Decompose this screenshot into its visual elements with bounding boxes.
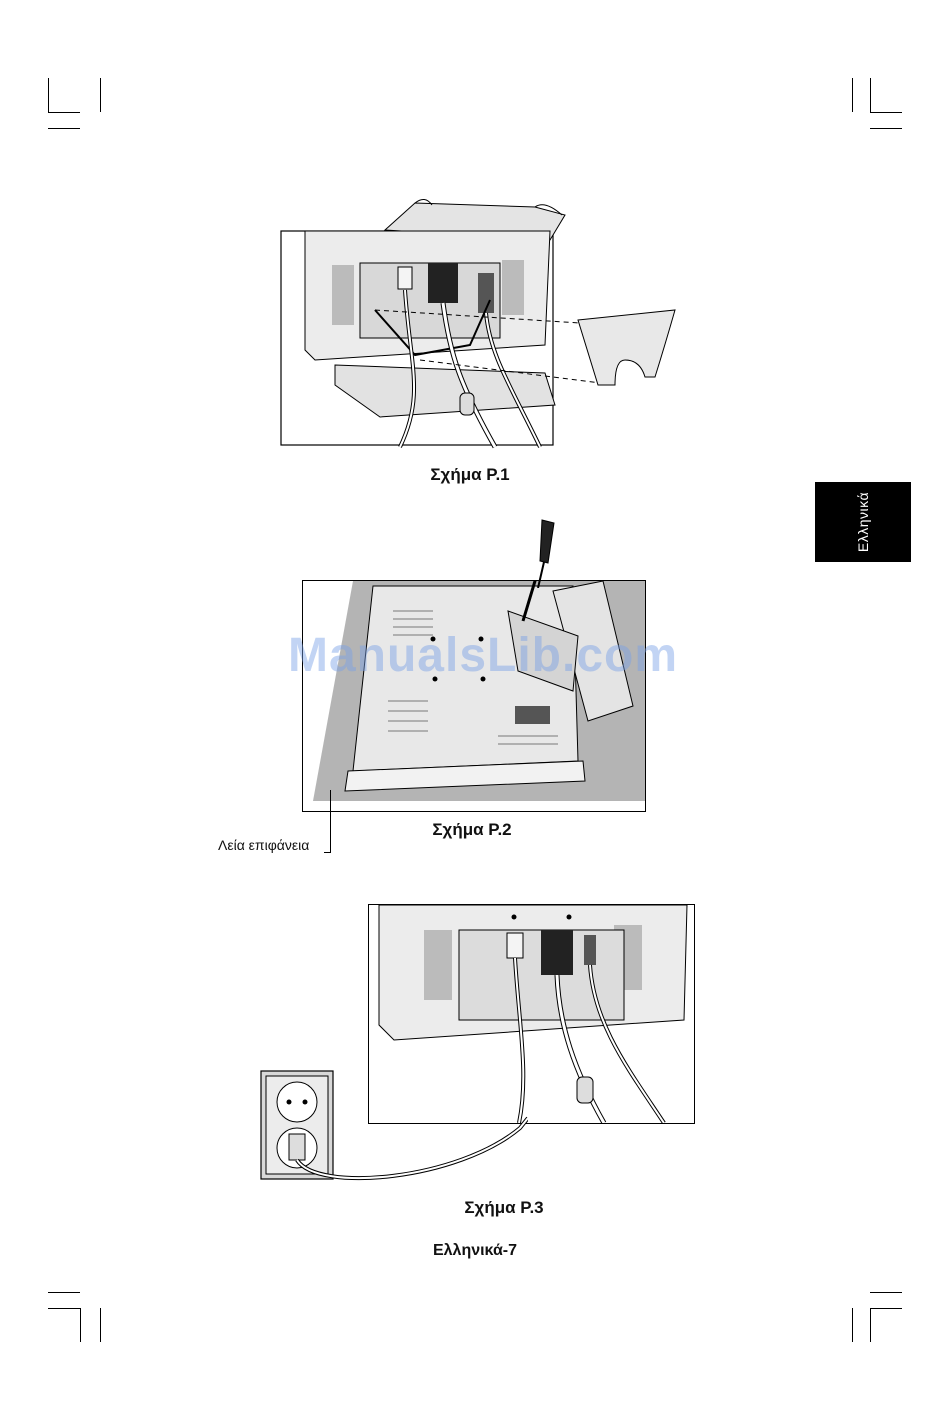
figure-p2-illustration bbox=[303, 581, 645, 811]
side-tab-label: Ελληνικά bbox=[855, 492, 871, 552]
figure-p2-caption: Σχήμα P.2 bbox=[382, 820, 562, 840]
wall-outlet-and-power-cable bbox=[258, 1068, 528, 1193]
smooth-surface-label: Λεία επιφάνεια bbox=[218, 837, 309, 853]
figure-p1-caption: Σχήμα P.1 bbox=[380, 465, 560, 485]
annotation-leader-horizontal bbox=[324, 852, 331, 853]
figure-p2-frame bbox=[302, 580, 646, 812]
page-number: Ελληνικά-7 bbox=[0, 1242, 950, 1260]
figure-p3-caption: Σχήμα P.3 bbox=[414, 1198, 594, 1218]
watermark: ManualsLib.com bbox=[268, 628, 698, 683]
figure-p1-illustration bbox=[280, 195, 690, 450]
annotation-leader-vertical bbox=[330, 790, 331, 852]
screwdriver-handle bbox=[532, 518, 562, 588]
language-side-tab: Ελληνικά bbox=[815, 482, 911, 562]
